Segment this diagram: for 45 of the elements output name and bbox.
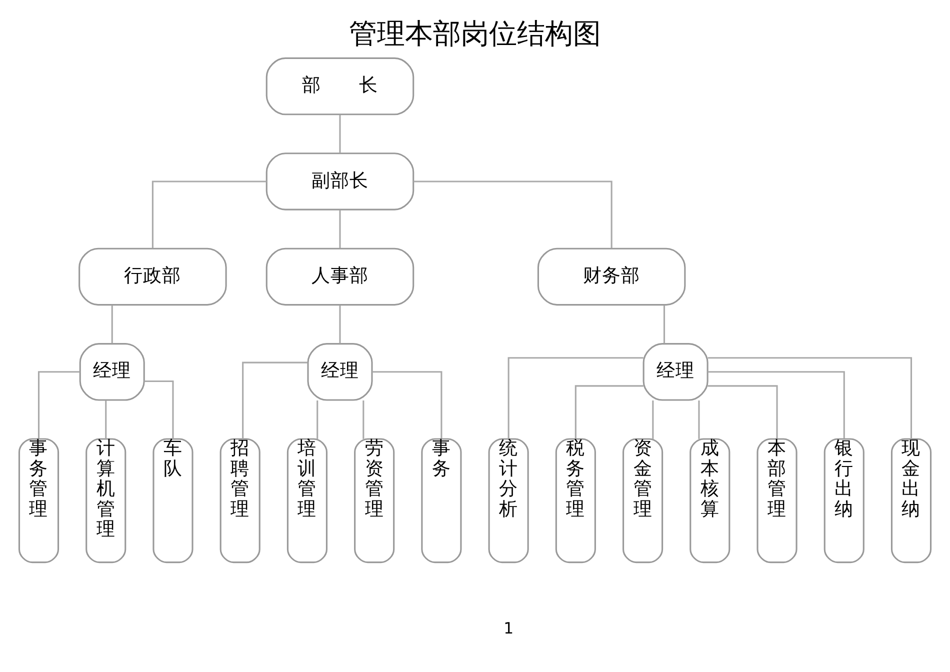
connector: [38, 371, 80, 439]
connector: [414, 180, 612, 248]
node-box: 财务部: [537, 248, 686, 306]
connector: [144, 380, 174, 439]
diagram-title: 管理本部岗位结构图: [349, 17, 601, 50]
node-box: 招聘管理: [220, 438, 260, 564]
connector: [508, 357, 644, 439]
node-box: 经理: [307, 343, 373, 401]
connector: [316, 400, 318, 439]
node-box: 事务: [421, 438, 462, 564]
connector: [362, 400, 364, 439]
connector: [242, 362, 308, 439]
node-box: 经理: [79, 343, 145, 401]
node-box: 计算机管理: [86, 438, 126, 564]
node-box: 车队: [152, 438, 194, 564]
label: 1: [504, 619, 514, 638]
connector: [574, 385, 644, 439]
connector: [105, 400, 107, 439]
connector: [708, 385, 778, 439]
connector: [111, 305, 113, 344]
connector: [708, 357, 912, 439]
connector: [708, 371, 845, 439]
node-box: 资金管理: [622, 438, 664, 564]
connector: [152, 180, 266, 248]
node-box: 部 长: [266, 57, 414, 116]
connector: [339, 305, 341, 344]
node-box: 统计分析: [488, 438, 529, 564]
connector: [372, 371, 442, 439]
connector: [339, 210, 341, 248]
node-box: 经理: [642, 343, 708, 401]
connector: [698, 400, 700, 439]
node-box: 培训管理: [286, 438, 328, 564]
node-box: 劳资管理: [354, 438, 395, 564]
node-box: 银行出纳: [824, 438, 864, 564]
node-box: 行政部: [78, 248, 227, 306]
node-box: 副部长: [266, 152, 414, 210]
node-box: 现金出纳: [890, 438, 932, 564]
node-box: 本部管理: [756, 438, 798, 564]
connector: [339, 114, 341, 153]
node-box: 人事部: [266, 248, 414, 306]
connector: [663, 305, 666, 344]
node-box: 税务管理: [555, 438, 596, 564]
node-box: 成本核算: [690, 438, 730, 564]
node-box: 事务管理: [18, 438, 60, 564]
connector: [652, 400, 654, 439]
